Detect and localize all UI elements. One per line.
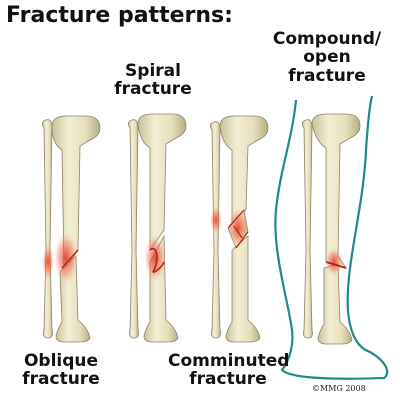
label-comminuted-fracture: Comminuted fracture (168, 351, 290, 390)
fibula (302, 119, 313, 339)
label-line: fracture (189, 369, 267, 390)
fibula (42, 119, 53, 339)
label-line: Comminuted (168, 351, 290, 371)
tibia-lower (317, 263, 353, 345)
tibia-head (51, 115, 101, 272)
oblique-fracture-bones (42, 115, 101, 343)
fracture-highlight (325, 248, 343, 276)
skin-outline (274, 95, 389, 380)
label-compound-fracture: Compound/ open fracture (272, 30, 382, 85)
tibia-head (311, 113, 361, 269)
fracture-highlight (228, 208, 248, 248)
label-line: open (303, 47, 351, 68)
fibula (128, 119, 139, 339)
label-line: fracture (22, 369, 100, 390)
label-line: Oblique (23, 351, 99, 371)
tibia-head (137, 113, 187, 252)
tibia-head (219, 115, 269, 228)
fracture-highlight (144, 234, 166, 282)
fracture-highlight (54, 232, 78, 284)
label-line: Compound/ (272, 29, 382, 49)
page-title: Fracture patterns: (6, 3, 233, 28)
label-spiral-fracture: Spiral fracture (108, 62, 198, 99)
tibia-lower (225, 235, 261, 343)
spiral-fracture-bones (128, 113, 187, 343)
comminuted-fracture-bones (210, 115, 269, 343)
label-oblique-fracture: Oblique fracture (16, 352, 106, 389)
label-line: fracture (114, 79, 192, 100)
label-line: Spiral (125, 61, 181, 81)
label-line: fracture (288, 65, 366, 86)
compound-fracture-leg (274, 95, 389, 380)
copyright-text: ©MMG 2008 (312, 384, 366, 393)
